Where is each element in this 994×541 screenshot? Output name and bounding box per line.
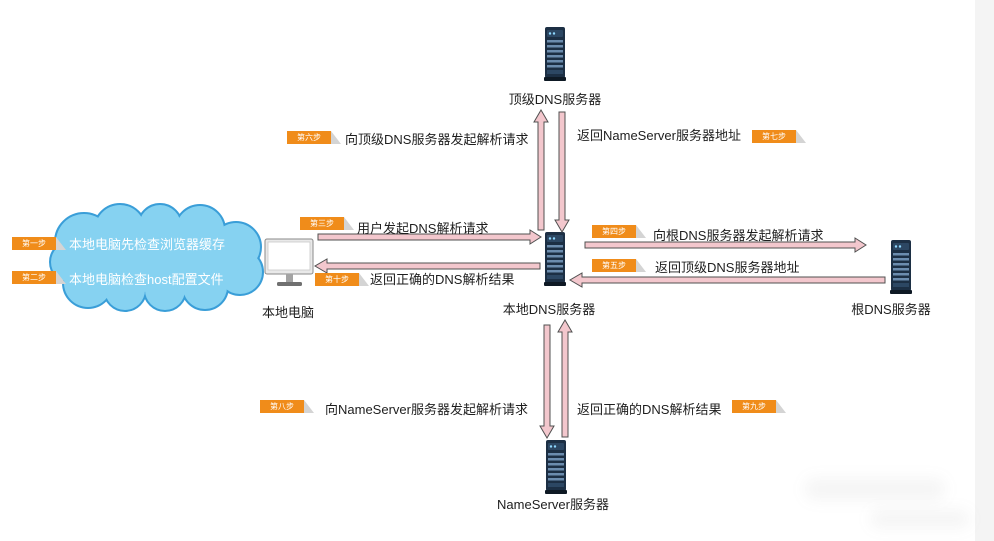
root-dns-label: 根DNS服务器 (851, 302, 931, 317)
tag-fold (359, 273, 369, 286)
local-pc-label: 本地电脑 (261, 305, 314, 320)
step-7-text: 返回NameServer服务器地址 (577, 128, 741, 143)
step-6-tag-label: 第六步 (297, 133, 321, 142)
step-7-tag: 第七步 (752, 130, 806, 143)
local-dns-server-icon (544, 232, 566, 286)
step-5-text: 返回顶级DNS服务器地址 (655, 260, 800, 275)
tag-fold (344, 217, 354, 230)
top-level-dns-server-icon (544, 27, 566, 81)
tag-fold (636, 225, 646, 238)
step-5-tag-label: 第五步 (602, 261, 626, 270)
step-5-tag: 第五步 (592, 259, 646, 272)
computer-icon (264, 238, 314, 286)
step-2-tag: 第二步 (12, 271, 66, 284)
step-10-tag: 第十步 (315, 273, 369, 286)
step-10-tag-label: 第十步 (325, 275, 349, 284)
step-9-text: 返回正确的DNS解析结果 (577, 402, 722, 417)
step-1-text: 本地电脑先检查浏览器缓存 (69, 237, 226, 252)
step-6-tag: 第六步 (287, 131, 341, 144)
blurred-watermark-lower (870, 510, 970, 528)
monitor-stand (286, 274, 293, 282)
monitor-screen (267, 241, 311, 271)
tag-fold (776, 400, 786, 413)
arrow-step7-top-level-return (554, 111, 570, 233)
root-dns-server-icon (890, 240, 912, 294)
step-7-tag-label: 第七步 (762, 132, 786, 141)
arrow-step4-to-root (584, 237, 867, 253)
step-4-tag: 第四步 (592, 225, 646, 238)
arrow-step6-to-top-level (533, 109, 549, 231)
monitor-base (277, 282, 302, 286)
nameserver-server-icon (545, 440, 567, 494)
top-level-dns-label: 顶级DNS服务器 (508, 92, 602, 107)
tag-fold (56, 237, 66, 250)
tag-fold (796, 130, 806, 143)
step-8-tag: 第八步 (260, 400, 314, 413)
step-1-tag-label: 第一步 (22, 239, 46, 248)
step-1-tag: 第一步 (12, 237, 66, 250)
step-3-tag-label: 第三步 (310, 219, 334, 228)
step-10-text: 返回正确的DNS解析结果 (370, 272, 515, 287)
arrow-step10-return-result (314, 258, 541, 274)
step-2-text: 本地电脑检查host配置文件 (69, 272, 224, 287)
blurred-watermark (805, 478, 945, 500)
step-2-tag-label: 第二步 (22, 273, 46, 282)
tag-fold (304, 400, 314, 413)
arrow-step8-to-nameserver (539, 324, 555, 439)
arrow-step9-nameserver-return (557, 319, 573, 438)
arrow-step3-user-request (317, 229, 542, 245)
tag-fold (636, 259, 646, 272)
step-8-tag-label: 第八步 (270, 402, 294, 411)
step-4-text: 向根DNS服务器发起解析请求 (653, 228, 824, 243)
tag-fold (331, 131, 341, 144)
tag-fold (56, 271, 66, 284)
cloud-fill (51, 205, 262, 310)
step-9-tag: 第九步 (732, 400, 786, 413)
local-dns-label: 本地DNS服务器 (502, 302, 596, 317)
cloud-shape (49, 203, 264, 312)
step-9-tag-label: 第九步 (742, 402, 766, 411)
arrow-step5-root-return (569, 272, 886, 288)
step-4-tag-label: 第四步 (602, 227, 626, 236)
step-3-tag: 第三步 (300, 217, 354, 230)
step-6-text: 向顶级DNS服务器发起解析请求 (345, 132, 529, 147)
nameserver-label: NameServer服务器 (497, 497, 609, 512)
step-8-text: 向NameServer服务器发起解析请求 (325, 402, 528, 417)
step-3-text: 用户发起DNS解析请求 (357, 221, 489, 236)
